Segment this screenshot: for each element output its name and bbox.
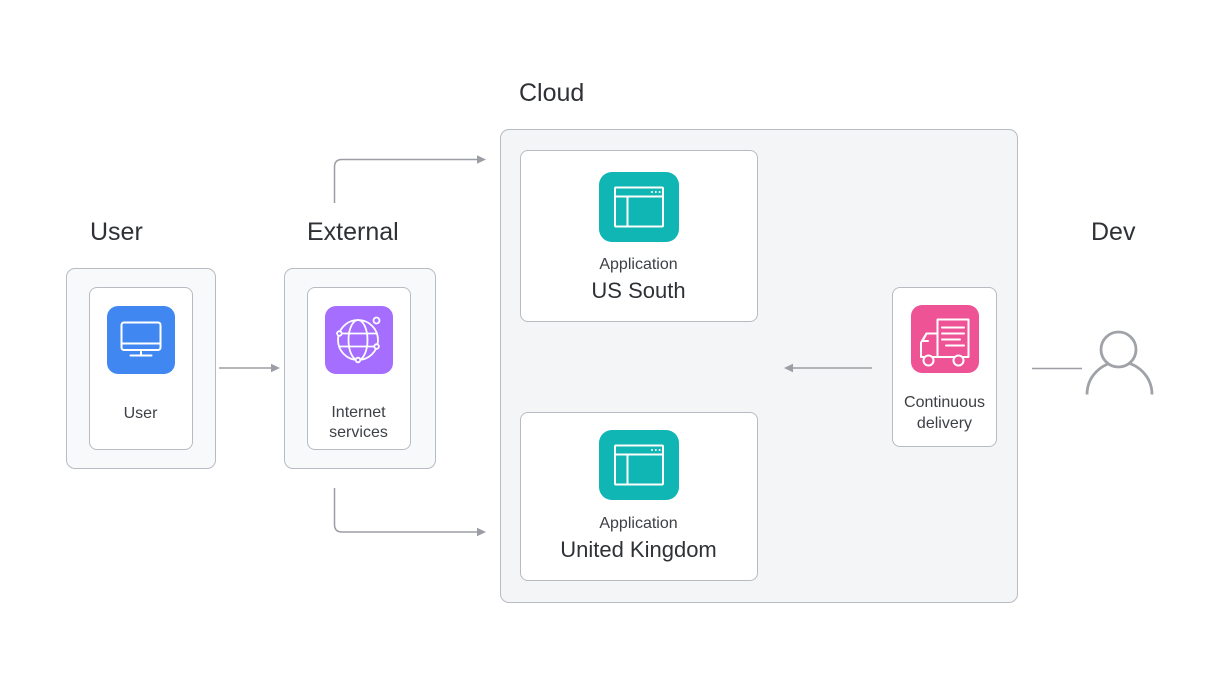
application-us-south-card: Application US South [519, 149, 758, 322]
continuous-delivery-node-label: Continuous delivery [904, 394, 985, 432]
application-united-kingdom-type: Application [599, 514, 678, 532]
user-node-card: User [88, 286, 193, 450]
external-group-box: Internet services [284, 268, 436, 469]
delivery-truck-icon [910, 305, 979, 373]
application-us-south-type: Application [599, 255, 678, 273]
application-united-kingdom-card: Application United Kingdom [519, 411, 758, 581]
dev-zone-label: Dev [1091, 218, 1136, 246]
application-icon [598, 171, 679, 242]
user-zone-label: User [90, 218, 143, 246]
person-icon [1085, 330, 1154, 395]
cloud-zone-label: Cloud [519, 79, 585, 107]
globe-icon [324, 305, 393, 374]
application-icon [598, 429, 679, 500]
internet-services-node-card: Internet services [306, 286, 411, 450]
user-node-label: User [123, 404, 158, 422]
user-group-box: User [66, 268, 216, 469]
cloud-group-box: Application US South Application United … [500, 129, 1018, 603]
arrow-external-to-united-kingdom [333, 488, 486, 537]
application-united-kingdom-region: United Kingdom [560, 536, 717, 562]
monitor-icon [106, 305, 175, 374]
internet-services-node-label: Internet services [329, 403, 388, 441]
application-us-south-region: US South [591, 277, 686, 303]
continuous-delivery-node-card: Continuous delivery [892, 287, 997, 447]
arrow-external-to-us-south [333, 155, 486, 203]
arrow-user-to-external [219, 363, 280, 373]
external-zone-label: External [307, 218, 399, 246]
